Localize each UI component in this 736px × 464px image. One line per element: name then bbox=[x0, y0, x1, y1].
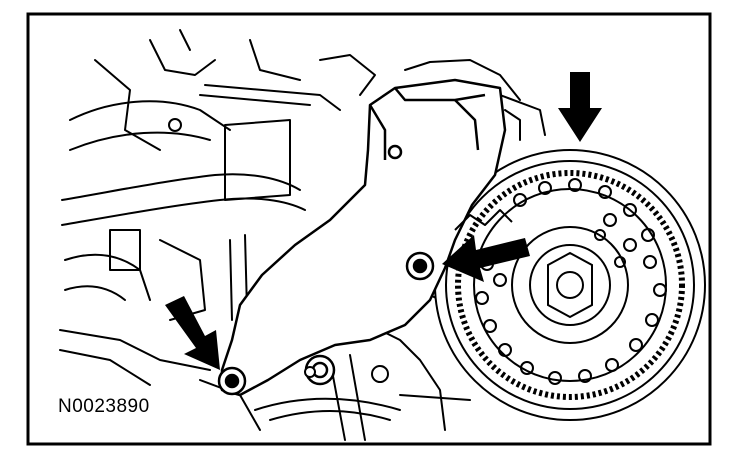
crankshaft-pulley bbox=[434, 149, 706, 421]
arrow-lower-bolt bbox=[165, 296, 220, 370]
bolt-small bbox=[304, 365, 389, 383]
bracket-bolt-lower bbox=[217, 366, 247, 396]
arrow-left-upper-bolt bbox=[442, 235, 530, 282]
figure-reference-number: N0023890 bbox=[58, 396, 150, 417]
bracket bbox=[220, 78, 513, 397]
arrow-down-right bbox=[558, 72, 602, 142]
bracket-bolt-upper bbox=[405, 251, 435, 281]
